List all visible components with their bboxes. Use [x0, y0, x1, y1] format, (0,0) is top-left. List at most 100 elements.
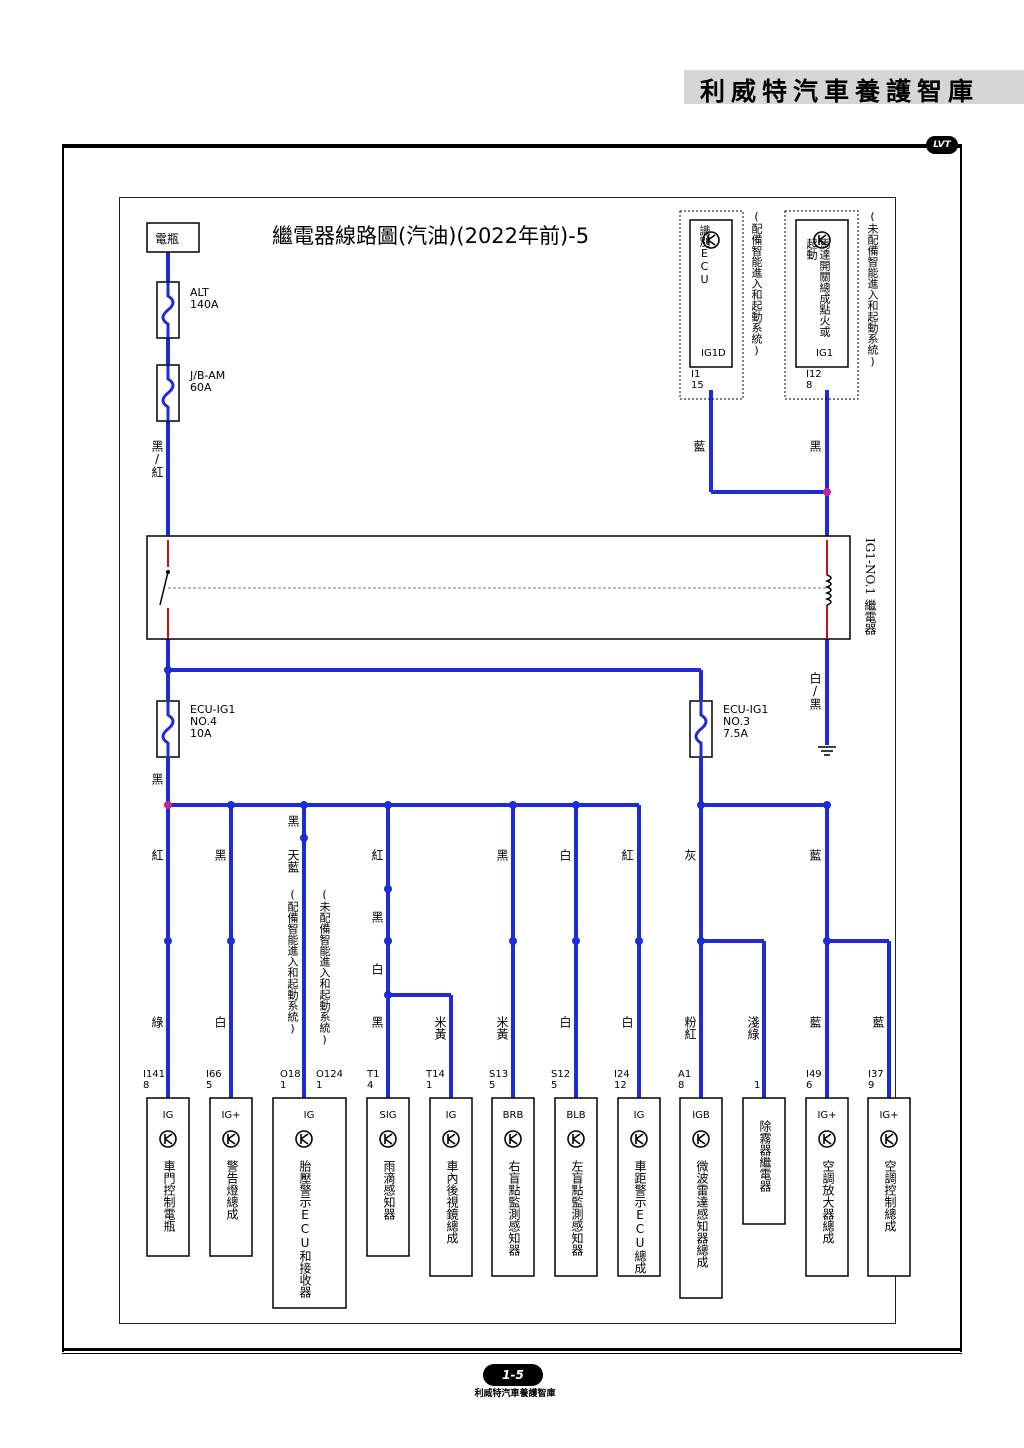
diagram-title: 繼電器線路圖(汽油)(2022年前)-5 [272, 224, 589, 248]
component-name: 空調放大器總成 [821, 1160, 835, 1244]
fuse-elements [161, 282, 708, 757]
pin-name: IG+ [879, 1110, 898, 1121]
battery-box [146, 222, 200, 253]
component-name: 除霧器繼電器 [758, 1120, 772, 1192]
splice-dot [164, 801, 172, 809]
pin-name: BLB [566, 1110, 585, 1121]
ecu-left-note: (配備智能進入和起動系統) [750, 210, 763, 357]
fuse-no3-rating: 7.5A [723, 727, 748, 740]
wire-color-label: 綠 [150, 1016, 164, 1028]
pin-label: 5 [551, 1080, 557, 1091]
tire-note-without: (未配備智能進入和起動系統) [318, 888, 331, 1046]
junction-dot [823, 801, 831, 809]
relay-coil [824, 574, 832, 606]
wire-color-label: 黑 [286, 815, 300, 827]
wire-color-label: 白/黑 [808, 672, 822, 710]
conn-label: O124 [316, 1069, 343, 1080]
wire-color-label: 米黃 [495, 1016, 509, 1040]
pin-label: 4 [367, 1080, 373, 1091]
wire-color-label: 白 [213, 1016, 227, 1028]
fuse-jb-rating: 60A [190, 381, 212, 394]
component-name: 空調控制總成 [883, 1160, 897, 1232]
pin-label: 1 [426, 1080, 432, 1091]
conn-label: I24 [614, 1069, 630, 1080]
junction-dot [227, 801, 235, 809]
ecu-left-connector: I1 [691, 369, 700, 380]
component-name: 左盲點監測感知器 [570, 1160, 584, 1256]
pin-name: IG [163, 1110, 174, 1121]
pin-name: IGB [692, 1110, 710, 1121]
wire-color-label: 藍 [808, 849, 822, 861]
wire-color-label: 白 [620, 1016, 634, 1028]
conn-label: A1 [678, 1069, 691, 1080]
wire-color-label: 灰 [683, 849, 697, 861]
pin-label: 12 [614, 1080, 627, 1091]
junction-dot [164, 937, 172, 945]
wire-color-label: 黑 [495, 849, 509, 861]
header-title: 利威特汽車養護智庫 [700, 77, 980, 106]
pin-label: 9 [868, 1080, 874, 1091]
wire-color-label: 藍 [808, 1016, 822, 1028]
component-name: 雨滴感知器 [382, 1160, 396, 1220]
pin-label: 8 [143, 1080, 149, 1091]
conn-label: T1 [366, 1069, 379, 1080]
wire-color-label: 米黃 [433, 1016, 447, 1040]
fuse-alt-name: ALT [190, 286, 209, 299]
ecu-left-dashed [679, 210, 744, 400]
component-name: 微波雷達感知器總成 [695, 1160, 709, 1268]
splice-points [164, 488, 831, 809]
bottom-rule [62, 1348, 962, 1351]
top-rule [62, 144, 962, 148]
tire-note-with: (配備智能進入和起動系統) [286, 888, 299, 1035]
fuse-no3-no: NO.3 [723, 715, 750, 728]
ecu-left-box [689, 219, 733, 368]
wire-color-label: 淺綠 [746, 1016, 760, 1040]
conn-label: I37 [868, 1069, 884, 1080]
ecu-right-box [795, 219, 849, 368]
fuse-no3-name: ECU-IG1 [723, 703, 768, 716]
ground-symbol [818, 746, 836, 756]
wire-color-label: 紅 [620, 849, 634, 861]
relay-switch [159, 571, 169, 606]
splice-dot [823, 488, 831, 496]
pin-label: 1 [280, 1080, 286, 1091]
pin-name: IG+ [817, 1110, 836, 1121]
wire-color-label: 紅 [150, 849, 164, 861]
fuse-no4-name: ECU-IG1 [190, 703, 235, 716]
wire-color-label: 黑 [150, 773, 164, 785]
wire-color-label: 黑 [370, 1016, 384, 1028]
pin-label: 5 [489, 1080, 495, 1091]
ecu-right-note: (未配備智能進入和起動系統) [866, 210, 879, 368]
pin-name: IG [304, 1110, 315, 1121]
header-bar [684, 70, 1024, 104]
right-border [960, 144, 962, 1352]
pin-name: SIG [379, 1110, 396, 1121]
page-number: 1-5 [483, 1364, 543, 1386]
pin-name: IG [634, 1110, 645, 1121]
junctions [164, 666, 831, 999]
footer-brand: 利威特汽車養護智庫 [474, 1389, 556, 1399]
component-name: 車距警示ECU總成 [633, 1160, 647, 1274]
wire-color-label: 紅 [370, 849, 384, 861]
wire-color-label: 白 [558, 1016, 572, 1028]
component-boxes [146, 1097, 911, 1309]
wire-color-label: 天藍 [286, 849, 300, 873]
diagram-frame [119, 197, 896, 1324]
wire-color-label: 藍 [871, 1016, 885, 1028]
ecu-left-pin-no: 15 [691, 380, 704, 391]
ecu-symbols [159, 231, 898, 1148]
bottom-rule-thin [62, 1353, 962, 1354]
junction-dot [227, 937, 235, 945]
fuse-no4-rating: 10A [190, 727, 212, 740]
pin-label: 1 [754, 1080, 760, 1091]
relay-label: IG1-NO.1 繼電器 [863, 538, 877, 635]
ecu-right-pin: IG1 [816, 348, 833, 359]
junction-dot [384, 991, 392, 999]
ecu-left-name: 識別ECU [698, 225, 711, 286]
wire-color-label: 黑 [370, 911, 384, 923]
left-border [62, 144, 64, 1352]
fuse-jb-name: J/B-AM [189, 369, 225, 382]
wire-color-label: 黑/紅 [150, 440, 164, 478]
conn-label: I141 [143, 1069, 165, 1080]
wire-color-label: 白 [370, 963, 384, 975]
